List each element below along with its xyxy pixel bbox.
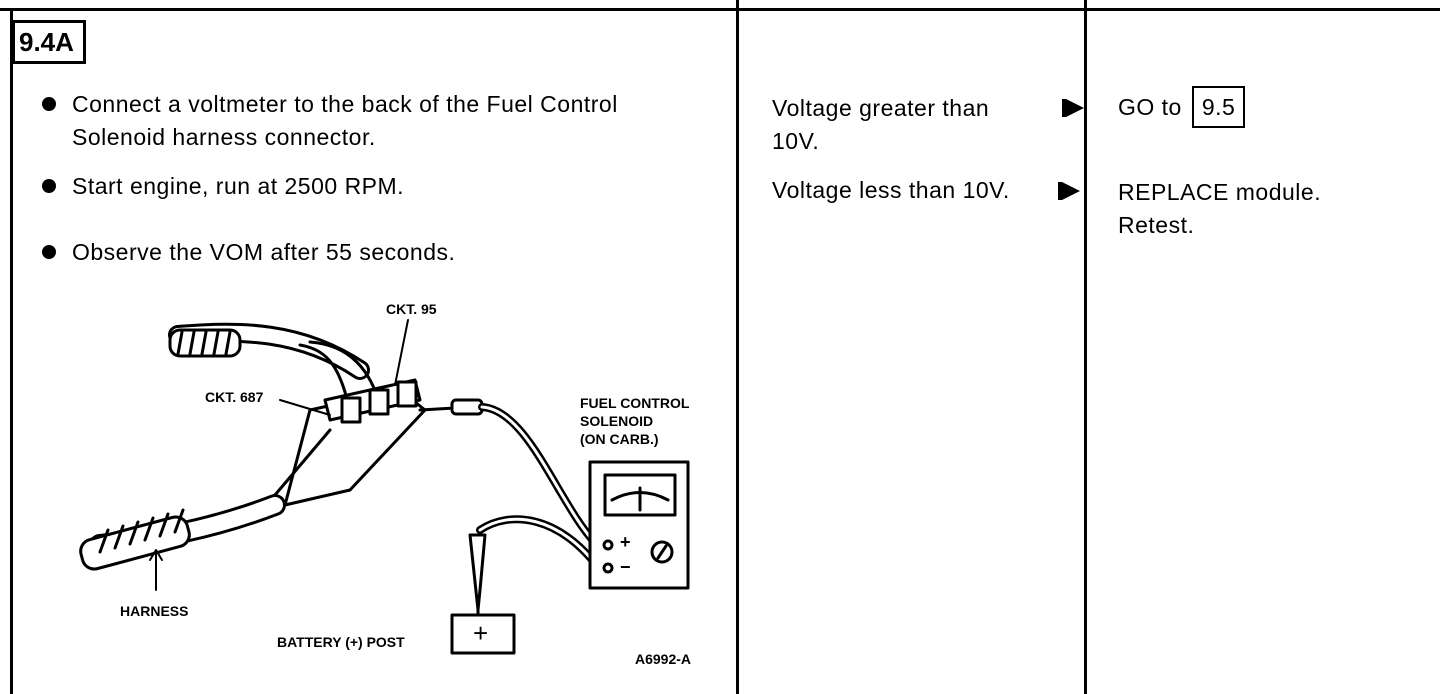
result-condition-2: Voltage less than 10V. xyxy=(772,177,1010,203)
battery-label: BATTERY (+) POST xyxy=(277,634,405,650)
instruction-list: Connect a voltmeter to the back of the F… xyxy=(40,88,680,269)
action-text-line2: Retest. xyxy=(1118,212,1195,238)
solenoid-label-line1: FUEL CONTROL xyxy=(580,395,690,411)
action-text: GO to xyxy=(1118,94,1182,120)
instruction-item: Connect a voltmeter to the back of the F… xyxy=(40,88,642,154)
column-divider-2 xyxy=(1084,0,1087,694)
ckt687-label: CKT. 687 xyxy=(205,389,264,405)
harness-label: HARNESS xyxy=(120,603,188,619)
result-arrow-2 xyxy=(1058,182,1080,200)
ckt95-label: CKT. 95 xyxy=(386,301,437,317)
action-text: REPLACE module. xyxy=(1118,179,1322,205)
result-action-1: GO to 9.5 xyxy=(1118,86,1246,128)
result-arrow-1 xyxy=(1062,99,1084,117)
result-condition-1: Voltage greater than 10V. xyxy=(772,95,990,154)
left-border xyxy=(10,8,13,694)
solenoid-label-line2: SOLENOID xyxy=(580,413,653,429)
step-reference-box[interactable]: 9.5 xyxy=(1191,86,1246,128)
figure-id-label: A6992-A xyxy=(635,651,691,667)
wiring-diagram: CKT. 95 CKT. 687 FUEL CONTROL SOLENOID (… xyxy=(79,301,691,667)
step-id-box: 9.4A xyxy=(12,20,86,64)
result-action-2: REPLACE module. Retest. xyxy=(1118,176,1321,242)
instruction-item: Observe the VOM after 55 seconds. xyxy=(40,236,680,269)
solenoid-label-line3: (ON CARB.) xyxy=(580,431,659,447)
column-divider-1 xyxy=(736,0,739,694)
meter-plus-label: + xyxy=(620,532,631,552)
table-top-border xyxy=(0,8,1440,11)
battery-plus-symbol: + xyxy=(473,618,488,648)
instruction-item: Start engine, run at 2500 RPM. xyxy=(40,170,680,203)
meter-minus-label: − xyxy=(620,557,631,577)
